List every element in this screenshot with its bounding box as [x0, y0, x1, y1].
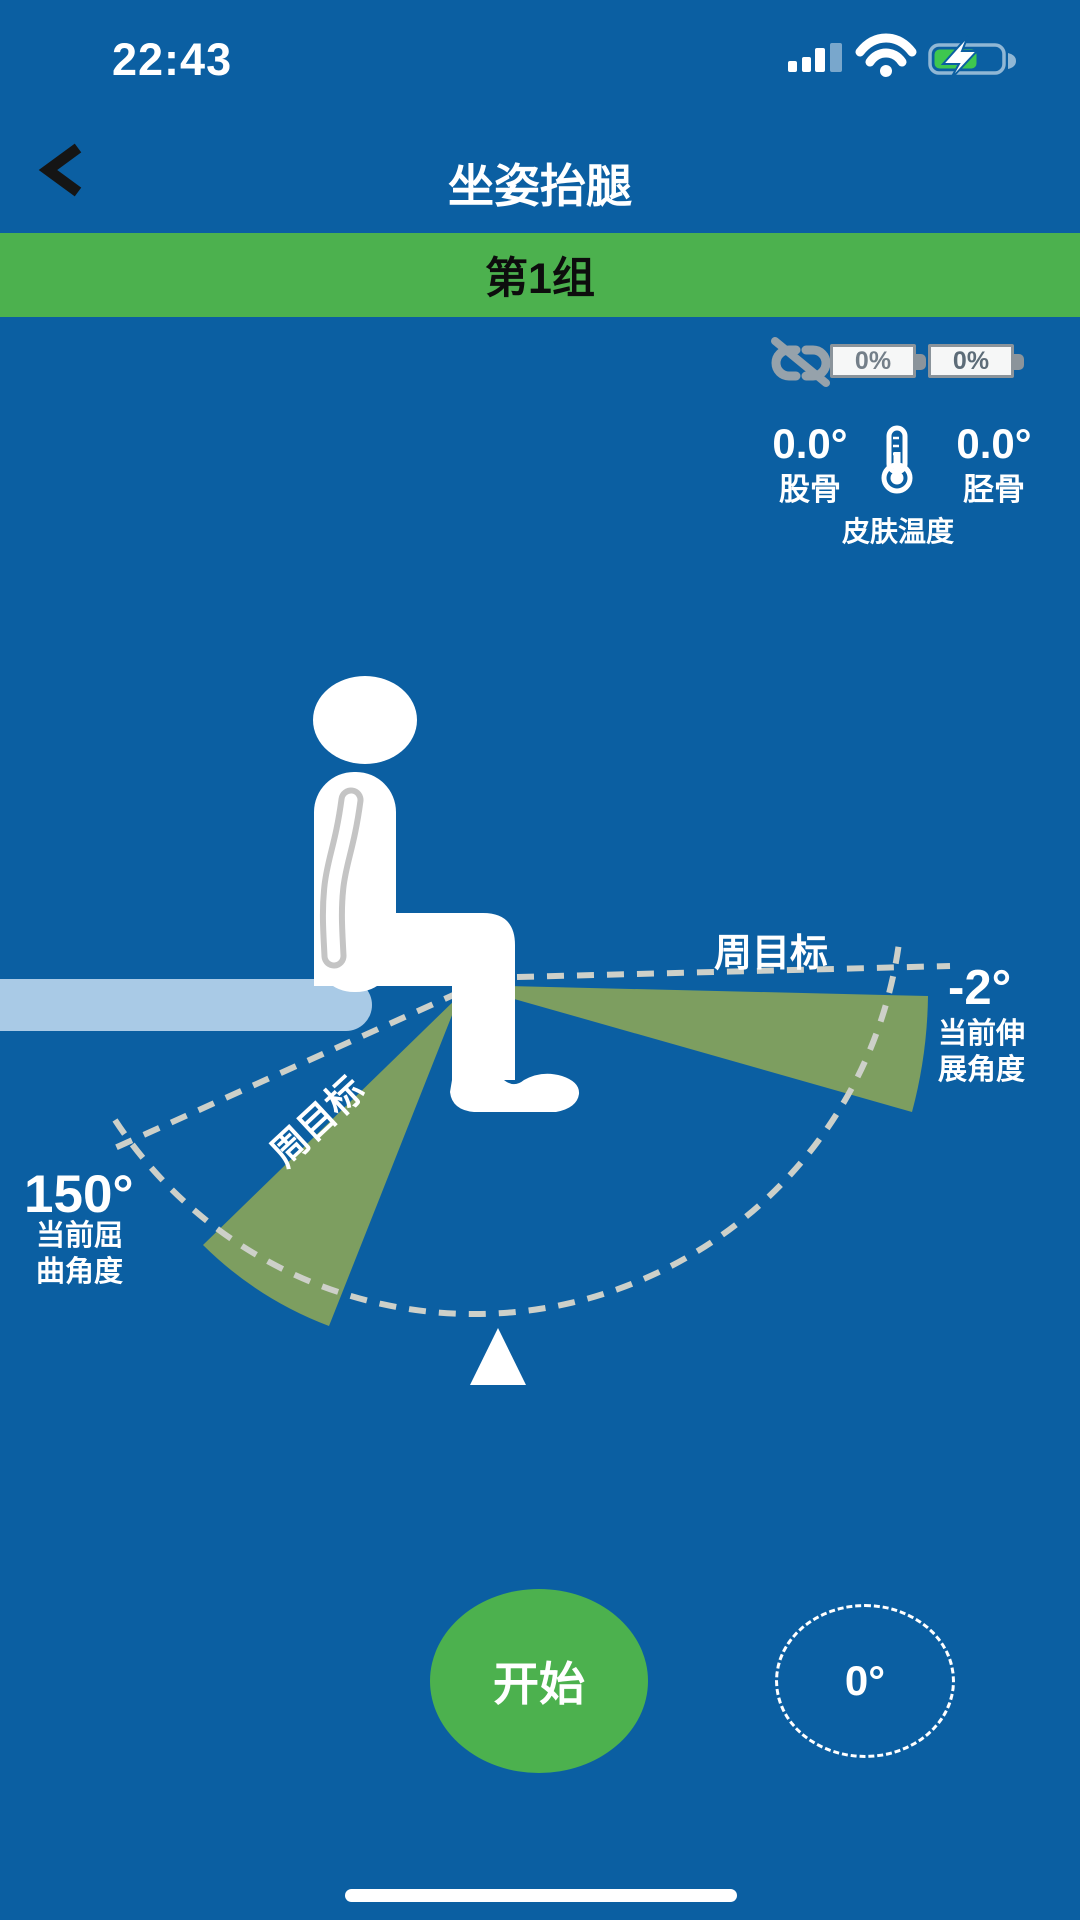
battery-charging-icon [928, 35, 1016, 81]
flexion-weekly-goal-label: 周目标 [262, 1068, 372, 1175]
sensor1-battery-chip: 0% [830, 344, 926, 378]
sensor1-battery-level: 0% [854, 346, 892, 375]
extension-weekly-goal-label: 周目标 [714, 933, 829, 975]
bench [0, 979, 372, 1031]
tibia-angle-value: 0.0° [956, 420, 1032, 467]
chevron-left-icon [38, 143, 82, 197]
skin-temperature-label: 皮肤温度 [841, 516, 954, 547]
person-torso [314, 772, 396, 992]
person-spine [319, 787, 364, 969]
current-extension-angle-label: 当前伸展角度 [938, 1018, 1026, 1086]
set-banner: 第1组 [0, 233, 1080, 317]
status-time: 22:43 [112, 34, 233, 85]
current-flexion-angle-label: 当前屈曲角度 [36, 1220, 124, 1288]
goal-lines [104, 963, 951, 1155]
wifi-icon [855, 33, 917, 77]
femur-angle-value: 0.0° [772, 420, 848, 467]
page-title: 坐姿抬腿 [448, 160, 632, 212]
range-arc [112, 934, 903, 1317]
home-indicator[interactable] [345, 1889, 737, 1902]
person-head [313, 676, 417, 764]
cellular-signal-icon [788, 43, 842, 72]
sensor2-battery-chip: 0% [928, 344, 1024, 378]
gauge-pointer-triangle [470, 1328, 526, 1385]
thermometer-icon [881, 425, 913, 494]
back-button[interactable] [0, 130, 120, 210]
extension-goal-wedge [465, 985, 928, 1112]
current-flexion-angle-value: 150° [24, 1165, 134, 1224]
current-angle-indicator: 0° [775, 1604, 955, 1758]
sensor2-battery-level: 0% [952, 346, 990, 375]
battery-nub [1013, 354, 1024, 370]
person-foot [450, 1073, 580, 1112]
femur-label: 股骨 [779, 472, 841, 507]
start-button[interactable]: 开始 [430, 1589, 648, 1773]
current-extension-angle-value: -2° [948, 961, 1012, 1015]
battery-nub [915, 354, 926, 370]
broken-link-icon [771, 337, 831, 387]
tibia-label: 胫骨 [963, 472, 1025, 507]
